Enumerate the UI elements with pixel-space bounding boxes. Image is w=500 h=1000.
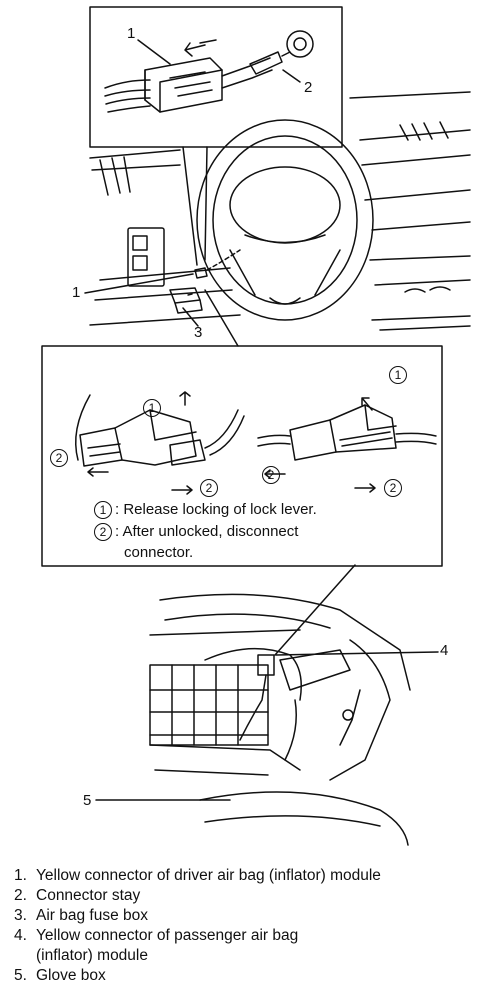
step-marker-2-left-a: 2 [50, 448, 71, 467]
middle-pointer [204, 289, 239, 347]
slide-arrow [184, 42, 206, 57]
leader-top-2 [282, 69, 301, 83]
leader-dash-1 [84, 273, 194, 294]
callout-pass-4: 4 [440, 642, 449, 659]
step-marker-2-right-a: 2 [262, 465, 283, 484]
inset-pointer-right [204, 146, 208, 261]
instruction-2-continued: connector. [124, 544, 194, 561]
callout-top-1: 1 [127, 25, 136, 42]
leader-pass-4 [275, 651, 439, 656]
connector-unlock-right [257, 404, 437, 461]
callout-dash-3: 3 [194, 324, 203, 341]
legend-item: 2.Connector stay [14, 887, 141, 904]
legend-item: (inflator) module [36, 947, 148, 964]
parts-legend: 1.Yellow connector of driver air bag (in… [14, 866, 496, 986]
leader-top-1 [137, 39, 171, 65]
legend-item: 1.Yellow connector of driver air bag (in… [14, 867, 381, 884]
step-marker-2-left-b: 2 [200, 478, 221, 497]
legend-item: 5.Glove box [14, 967, 106, 984]
step-marker-1-right: 1 [389, 365, 410, 384]
instruction-1-text: : Release locking of lock lever. [115, 501, 317, 518]
step-marker-2-right-b: 2 [384, 478, 405, 497]
instruction-1-marker: 1 [94, 501, 112, 519]
bottom-pointer [274, 564, 356, 656]
direction-arrows [87, 391, 376, 495]
slide-arrow-tail [199, 39, 217, 44]
passenger-area [149, 593, 411, 846]
inset-pointer-left [182, 146, 198, 266]
top-inset-frame [89, 6, 343, 148]
instruction-2-text: : After unlocked, disconnect [115, 523, 299, 540]
legend-item: 3.Air bag fuse box [14, 907, 149, 924]
instruction-2-marker: 2 [94, 523, 112, 541]
driver-connector-closeup [104, 30, 314, 113]
middle-inset-frame [41, 345, 443, 567]
dashboard-and-steering [89, 91, 471, 331]
callout-glove-5: 5 [83, 792, 92, 809]
callout-dash-1: 1 [72, 284, 81, 301]
step-marker-1-left: 1 [143, 398, 164, 417]
callout-top-2: 2 [304, 79, 313, 96]
leader-dash-3 [182, 307, 199, 327]
legend-item: 4.Yellow connector of passenger air bag [14, 927, 299, 944]
instruction-1: 1: Release locking of lock lever. [94, 500, 317, 519]
instruction-2: 2: After unlocked, disconnect [94, 522, 298, 541]
